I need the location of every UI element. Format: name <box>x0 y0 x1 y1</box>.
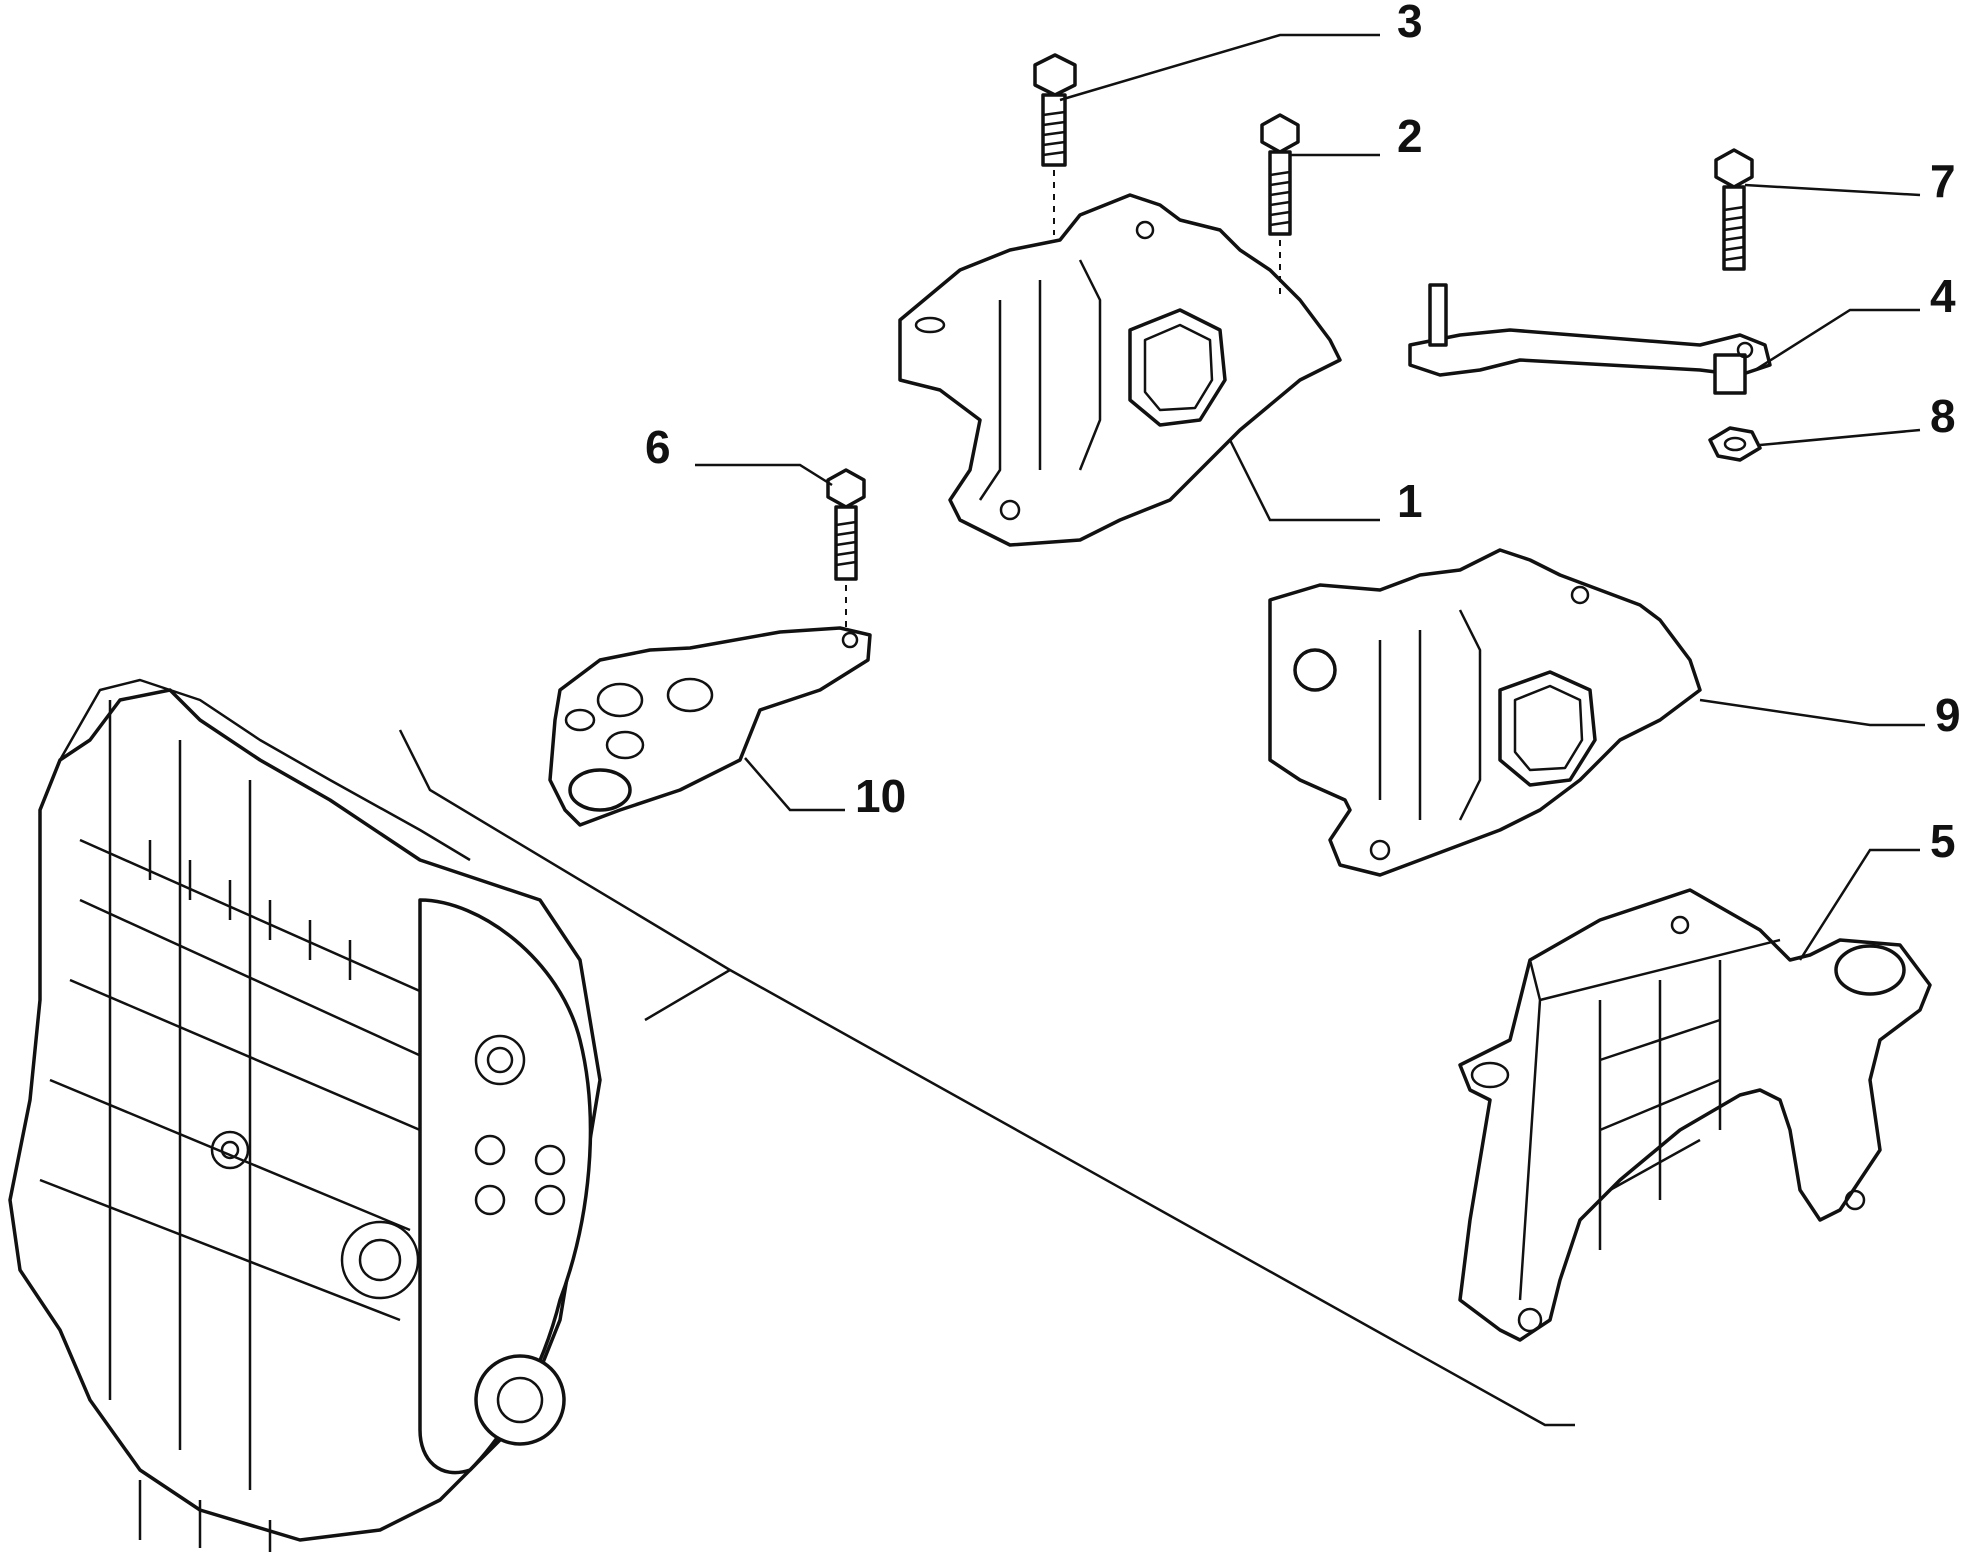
leader-4 <box>1754 308 1920 372</box>
part-6-bolt <box>826 468 866 630</box>
leader-9 <box>1699 698 1925 727</box>
leader-3 <box>1059 33 1380 102</box>
engine-block <box>8 678 602 1552</box>
callout-8: 8 <box>1930 390 1956 442</box>
callout-3: 3 <box>1397 0 1423 47</box>
callout-6: 6 <box>645 421 671 473</box>
leader-lines <box>695 33 1925 961</box>
part-2-bolt <box>1260 113 1300 300</box>
part-7-bolt <box>1714 148 1754 271</box>
part-3-bolt <box>1033 53 1077 235</box>
callout-2: 2 <box>1397 110 1423 162</box>
leader-8 <box>1759 428 1921 447</box>
reference-line <box>398 729 1575 1427</box>
part-9-engine-mount <box>1268 548 1702 877</box>
callout-5: 5 <box>1930 815 1956 867</box>
part-5-bracket <box>1458 888 1932 1342</box>
part-8-nut <box>1708 426 1762 462</box>
leader-5 <box>1798 848 1920 961</box>
part-1-engine-mount <box>898 193 1342 547</box>
leader-10 <box>744 757 845 812</box>
part-10-support <box>548 626 872 827</box>
callout-4: 4 <box>1930 270 1956 322</box>
callout-9: 9 <box>1935 689 1961 741</box>
callout-10: 10 <box>855 770 906 822</box>
callout-7: 7 <box>1930 155 1956 207</box>
leader-6 <box>695 463 833 487</box>
leader-7 <box>1744 183 1921 197</box>
leader-1 <box>1228 439 1380 522</box>
part-4-reaction-link <box>1408 283 1772 395</box>
callout-labels: 1 2 3 4 5 6 7 8 9 10 <box>645 0 1961 867</box>
callout-1: 1 <box>1397 475 1423 527</box>
